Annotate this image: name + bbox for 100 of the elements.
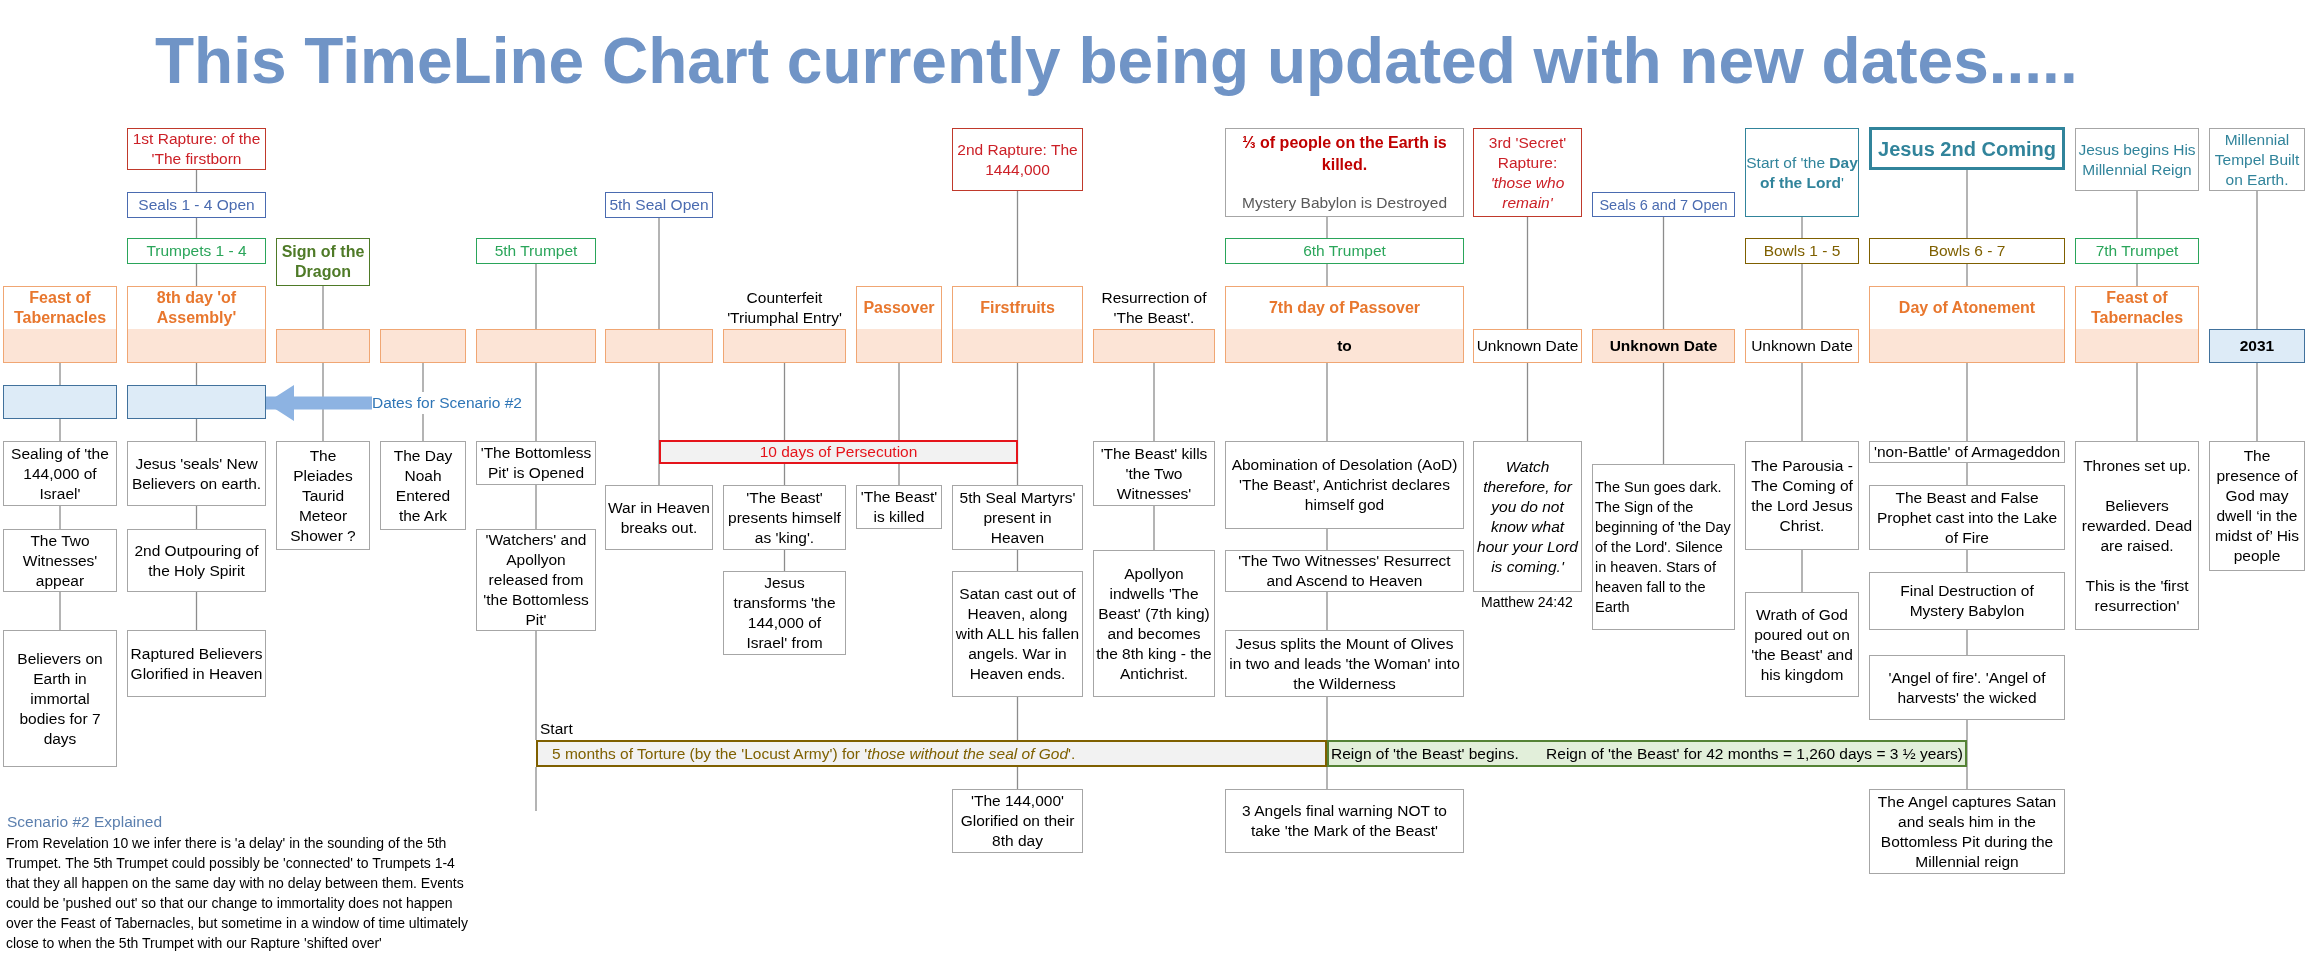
event-text: Raptured Believers Glorified in Heaven <box>130 643 263 684</box>
event-heading: 7th day of Passover <box>1268 298 1421 318</box>
date-text: Unknown Date <box>1476 336 1579 356</box>
event-box <box>952 789 1083 853</box>
connector-line <box>2256 190 2258 330</box>
event-text: 5th Seal Open <box>609 195 709 215</box>
event-heading: Passover <box>863 298 935 318</box>
event-box <box>127 441 266 506</box>
connector-line <box>658 362 660 486</box>
event-box <box>1869 572 2065 630</box>
event-box <box>2075 238 2199 264</box>
connector-line <box>1662 362 1665 465</box>
event-text: The Angel captures Satan and seals him in the Bottomless Pit during the Millennial reign <box>1876 791 2058 872</box>
date-box <box>127 385 266 419</box>
event-text: Mystery Babylon is Destroyed <box>1242 193 1447 213</box>
connector-line <box>1526 362 1529 442</box>
connector-line <box>2136 362 2138 442</box>
date-box <box>3 385 117 419</box>
connector-line <box>1153 505 1155 551</box>
connector-line <box>783 549 786 572</box>
event-box <box>1225 789 1464 853</box>
connector-line <box>1966 549 1968 573</box>
event-text: Bowls 6 - 7 <box>1928 241 2006 261</box>
connector-line <box>322 285 324 330</box>
side-note: Start <box>540 720 573 738</box>
event-box <box>127 192 266 218</box>
event-text: Thrones set up. <box>2083 455 2191 476</box>
connector-line <box>535 263 537 330</box>
event-text: The Parousia - The Coming of the Lord Jesus Christ. <box>1750 455 1854 536</box>
event-text: 7th Trumpet <box>2095 241 2179 261</box>
event-text: Believers on Earth in immortal bodies for 7 days <box>16 648 104 749</box>
event-box <box>1225 128 1464 217</box>
event-box <box>2075 128 2199 191</box>
event-text: Jesus 2nd Coming <box>1878 138 2056 159</box>
event-text: The Sun goes dark. The Sign of the beginning of 'the Day of the Lord'. Silence in heaven. Stars of heaven fall to the Earth <box>1595 478 1732 617</box>
event-text: Jesus splits the Mount of Olives in two and leads 'the Woman' into the Wilderness <box>1228 633 1461 694</box>
event-box <box>856 286 942 363</box>
connector-line <box>1016 549 1019 572</box>
connector-line <box>2256 362 2258 442</box>
event-box <box>1225 238 1464 264</box>
connector-line <box>1801 362 1803 442</box>
connector-line <box>1016 190 1019 287</box>
connector-line <box>1326 263 1328 287</box>
connector-line <box>59 418 61 442</box>
connector-line <box>59 505 61 530</box>
event-box <box>1093 550 1215 697</box>
notes-paragraph: From Revelation 10 we infer there is 'a delay' in the sounding of the 5th Trumpet. The 5th Trumpet could possibly be 'connected' to Trumpets 1-4 that they all happen on the same day with no delay between them. Events could be 'pushed out' so that our change to immortality does not happen over the Feast of Tabernacles, but sometime in a window of time ultimately close to when the 5th Trumpet with our Rapture 'shifted over' <box>6 834 468 953</box>
date-box <box>1745 329 1859 363</box>
event-box <box>1869 286 2065 363</box>
date-box <box>476 329 596 363</box>
event-text: 5th Seal Martyrs' present in Heaven <box>958 487 1077 548</box>
event-text: Seals 6 and 7 Open <box>1599 195 1728 215</box>
event-text: 'Watchers' and Apollyon released from 'the Bottomless Pit' <box>482 530 590 630</box>
event-box <box>1745 128 1859 217</box>
date-text: Unknown Date <box>1751 336 1853 356</box>
connector-line <box>1801 216 1803 239</box>
event-text: The presence of God may dwell ‘in the midst of’ His people <box>2213 446 2301 566</box>
connector-line <box>195 169 198 193</box>
connector-line <box>59 591 61 631</box>
event-text: Start of 'the Day of the Lord' <box>1746 152 1858 193</box>
connector-line <box>2136 263 2138 287</box>
date-box <box>380 329 466 363</box>
event-box <box>476 238 596 264</box>
event-text: Sign of the Dragon <box>280 242 366 282</box>
event-heading: Firstfruits <box>980 298 1055 318</box>
event-text: Wrath of God poured out on 'the Beast' and his kingdom <box>1750 604 1854 685</box>
connector-line <box>195 591 198 631</box>
event-text: 'The Beast' presents himself as 'king'. <box>727 487 842 548</box>
event-box <box>1745 441 1859 550</box>
connector-line <box>1801 549 1803 593</box>
connector-line <box>195 362 198 386</box>
event-text: The Two Witnesses' appear <box>21 530 99 591</box>
date-box <box>276 329 370 363</box>
connector-line <box>1326 362 1328 442</box>
connector-line <box>1966 263 1968 287</box>
event-box <box>605 485 713 550</box>
event-box <box>1093 441 1215 506</box>
event-text: 'The 144,000' Glorified on their 8th day <box>959 791 1076 851</box>
event-box <box>3 529 117 592</box>
event-heading: Day of Atonement <box>1898 298 2036 318</box>
connector-line <box>195 505 198 530</box>
event-text: Abomination of Desolation (AoD) 'The Beast', Antichrist declares himself god <box>1230 455 1459 515</box>
connector-line <box>1966 719 1968 790</box>
connector-line <box>1326 528 1328 551</box>
period-text: 10 days of Persecution <box>759 442 918 462</box>
event-box <box>127 238 266 264</box>
event-text: 'Angel of fire'. 'Angel of harvests' the wicked <box>1887 667 2047 708</box>
connector-line <box>1966 362 1968 442</box>
period-bar <box>1327 740 1967 767</box>
event-text: 2nd Rapture: The 1444,000 <box>956 139 1079 180</box>
connector-line <box>195 418 198 442</box>
event-text: 'The Beast' kills 'the Two Witnesses' <box>1099 443 1209 504</box>
period-text: Reign of 'the Beast' for 42 months = 1,260 days = 3 ½ years) <box>1546 743 1963 764</box>
event-box <box>276 441 370 550</box>
event-text: The Pleiades Taurid Meteor Shower ? <box>289 445 357 546</box>
event-heading: Resurrection of 'The Beast'. <box>1100 287 1208 328</box>
event-text: 'The Two Witnesses' Resurrect and Ascend to Heaven <box>1237 551 1452 591</box>
event-text: Trumpets 1 - 4 <box>146 241 247 261</box>
event-text: Jesus begins His Millennial Reign <box>2077 139 2197 180</box>
event-text: Jesus 'seals' New Believers on earth. <box>130 453 263 494</box>
